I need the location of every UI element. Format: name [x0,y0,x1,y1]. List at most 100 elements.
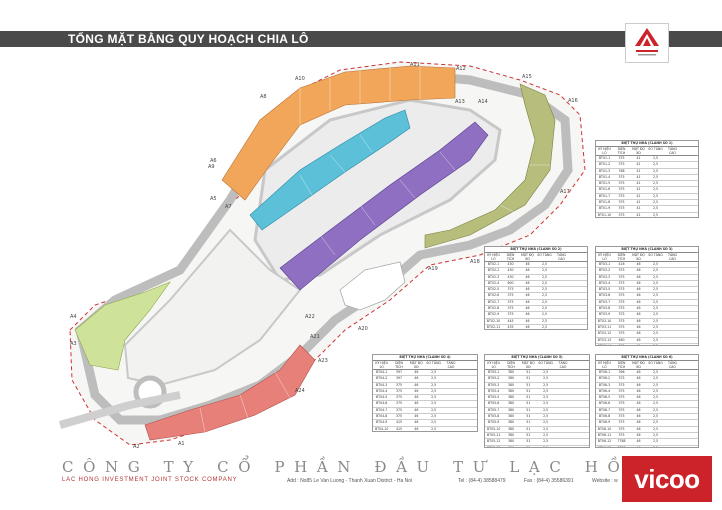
table-col-header: TẦNG CAO [668,147,677,155]
table-cell: 46 [636,426,641,431]
table-cell: 2,5 [652,324,659,329]
table-cell [572,427,589,432]
company-fax: Fax : (84-4) 35586391 [524,478,574,484]
table-cell: 375 [618,312,625,317]
table-cell [442,376,459,381]
table-cell [664,344,681,345]
title-bar [0,31,722,47]
table-cell: 46 [525,293,530,298]
table-cell: 375 [618,318,625,323]
table-cell [570,312,587,317]
table-cell: 46 [636,287,641,292]
table-cell [554,389,571,394]
table-cell: BT05-10 [486,426,501,431]
table-cell: 396 [618,370,625,374]
table-cell: 46 [636,280,641,285]
table-cell: BT06-2 [598,376,611,381]
table-cell: 2,5 [431,395,437,400]
road-label: A23 [318,358,328,364]
table-cell: 375 [618,331,625,336]
table-cell: BT02-2 [487,268,500,273]
table-cell: BT06-4 [598,388,611,393]
table-col-header: TẦNG CAO [446,361,456,369]
road-label: A24 [295,388,305,394]
table-cell [681,420,698,425]
table-cell: 41 [636,187,641,192]
table-cell: 375 [618,382,625,387]
table-cell: 46 [525,280,530,285]
table-cell [554,414,571,419]
lot-table-5: BIỆT THỰ NHÀ (CLANH SỐ 5) KÝ HIỆU LÔ DIỆ… [484,354,590,448]
table-cell: 375 [618,193,625,198]
table-cell [553,319,570,324]
road-label: A17 [560,189,570,195]
table-cell: 2,5 [541,274,548,279]
table-cell [681,331,698,336]
table-cell: 375 [618,156,625,160]
table-cell: BT05-11 [486,432,501,437]
table-cell [681,156,698,161]
table-cell: 46 [414,426,419,431]
table-cell [681,433,698,438]
table-cell [553,275,570,280]
table-cell: 375 [507,312,514,317]
table-col-header: DIỆN TÍCH [395,361,403,369]
table-cell: BT02-3 [487,274,500,279]
table-cell: BT04-8 [375,414,388,419]
zone-red-lots [144,344,316,441]
table-cell: BT02-7 [487,299,500,304]
table-cell [554,395,571,400]
road-label: A4 [70,314,77,320]
table-cell [681,162,698,167]
table-cell: BT06-11 [597,432,612,437]
table-cell: 380 [507,388,515,393]
table-cell: 46 [525,306,530,311]
road-label: A5 [210,196,217,202]
table-cell [681,213,698,217]
table-cell [681,427,698,432]
table-cell [554,383,571,388]
table-col-header: MẬT ĐỘ XD [632,147,645,155]
table-cell [664,433,681,438]
table-cell [570,268,587,273]
table-cell [570,300,587,305]
table-cell: BT01-3 [598,168,611,173]
table-cell: 380 [507,432,515,437]
table-cell: 2,5 [652,388,659,393]
table-cell [570,325,587,329]
table-cell: BT01-5 [598,181,611,186]
table-cell: 46 [525,287,530,292]
access-road [58,391,181,429]
table-cell: 46 [414,407,419,412]
table-cell: 46 [525,299,530,304]
road-label: A15 [522,74,532,80]
table-cell: 380 [507,439,515,444]
table-cell [681,319,698,324]
table-cell [553,293,570,298]
table-cell [554,408,571,413]
clubhouse-building [339,261,406,311]
table-cell: 380 [507,395,515,400]
table-cell: BT02-11 [486,324,501,329]
table-cell: 2,5 [652,337,659,342]
table-cell: BT03-1 [598,262,611,266]
table-cell [681,268,698,273]
table-cell [460,383,477,388]
table-cell: BT04-10 [374,426,389,431]
table-cell [664,306,681,311]
